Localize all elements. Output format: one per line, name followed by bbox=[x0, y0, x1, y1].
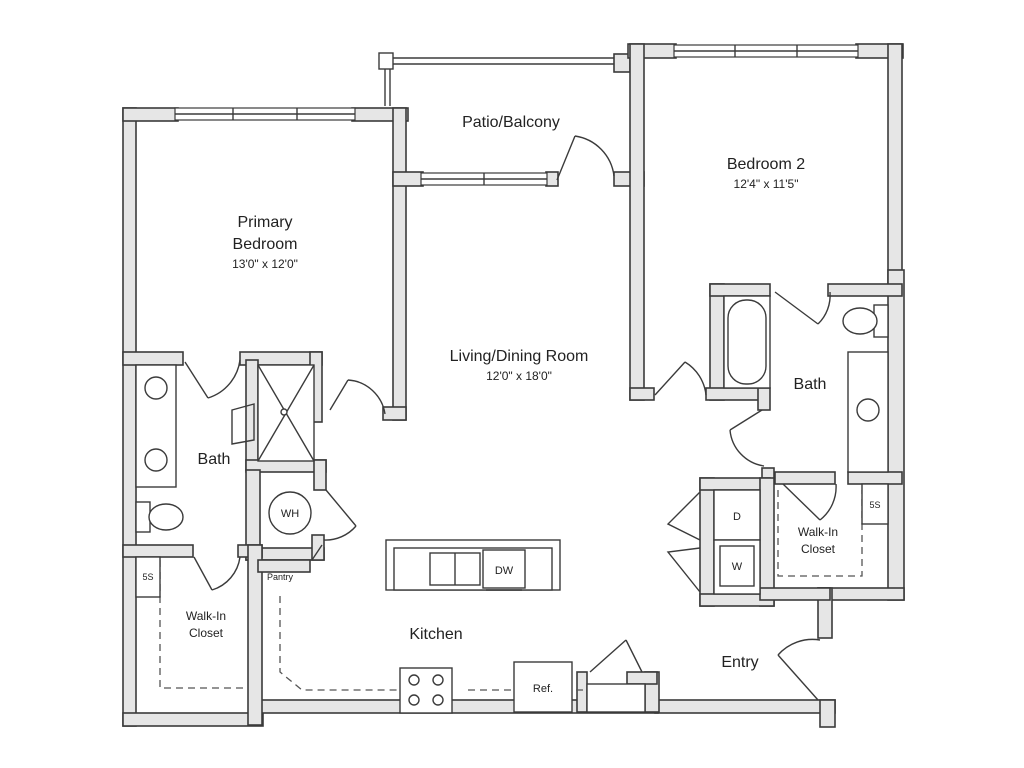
primary-bedroom-label-2: Bedroom bbox=[233, 236, 298, 253]
bath-right-label: Bath bbox=[794, 376, 827, 393]
primary-bedroom-label-1: Primary bbox=[237, 214, 292, 231]
patio-label: Patio/Balcony bbox=[462, 114, 560, 131]
walkin-left-label-1: Walk-In bbox=[186, 609, 226, 623]
fixtures: WH Pantry 5S DW Ref. 5S bbox=[135, 295, 889, 714]
living-dims: 12'0" x 18'0" bbox=[486, 369, 552, 383]
walkin-right-label-1: Walk-In bbox=[798, 525, 838, 539]
walkin-left-label-2: Closet bbox=[189, 626, 224, 640]
windows bbox=[174, 44, 859, 186]
water-heater-label: WH bbox=[281, 508, 299, 520]
doors bbox=[184, 135, 837, 701]
shelf-left-label: 5S bbox=[142, 572, 153, 582]
entry-label: Entry bbox=[721, 654, 758, 671]
dishwasher-label: DW bbox=[495, 565, 514, 577]
bath-left-label: Bath bbox=[198, 451, 231, 468]
room-labels: Patio/Balcony Bedroom 2 12'4" x 11'5" Pr… bbox=[186, 114, 838, 671]
walls bbox=[122, 43, 905, 728]
kitchen-label: Kitchen bbox=[409, 626, 462, 643]
primary-bedroom-dims: 13'0" x 12'0" bbox=[232, 257, 298, 271]
water-heater bbox=[268, 491, 312, 535]
shelf-right-label: 5S bbox=[869, 500, 880, 510]
living-label: Living/Dining Room bbox=[450, 348, 589, 365]
dryer-label: D bbox=[733, 511, 741, 523]
walkin-right-label-2: Closet bbox=[801, 542, 836, 556]
bedroom2-label: Bedroom 2 bbox=[727, 156, 805, 173]
refrigerator-label: Ref. bbox=[533, 683, 553, 695]
bedroom2-dims: 12'4" x 11'5" bbox=[734, 177, 799, 191]
washer-label: W bbox=[732, 561, 743, 573]
pantry-label: Pantry bbox=[267, 572, 294, 582]
